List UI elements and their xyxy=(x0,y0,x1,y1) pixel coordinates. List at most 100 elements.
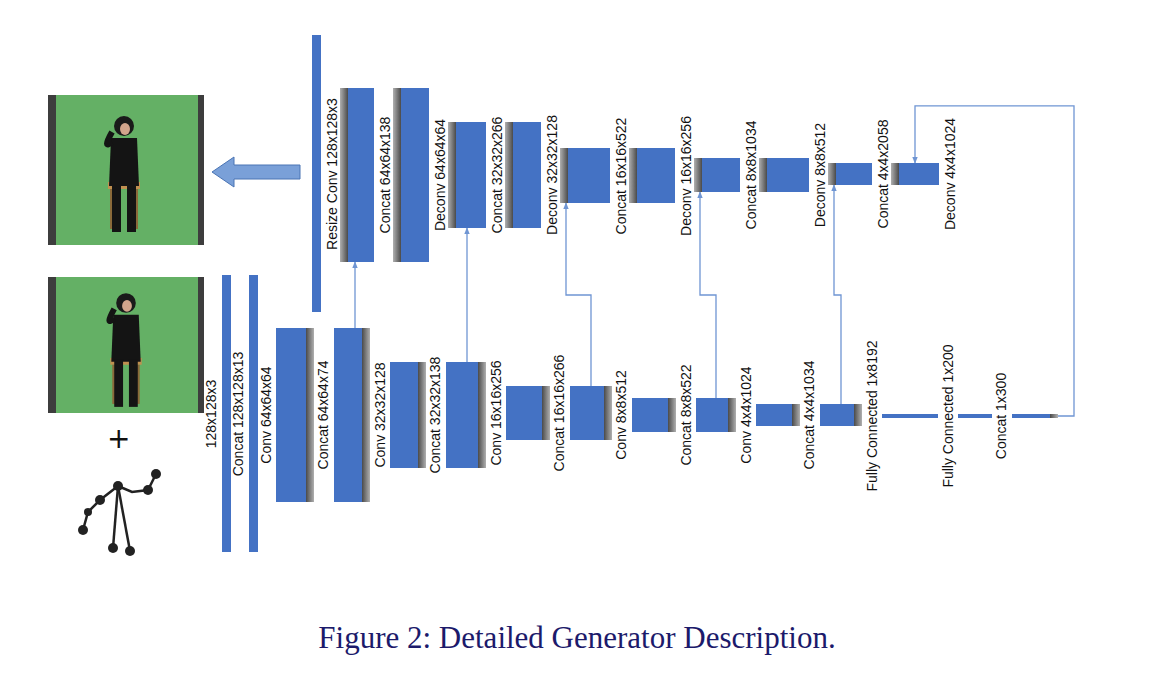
gray-band xyxy=(418,362,426,468)
gray-band xyxy=(505,122,513,228)
layer-block: Deconv 4x4x1024 xyxy=(891,163,939,185)
layer-label: Conv 8x8x512 xyxy=(613,370,629,460)
layer-block: 128x128x3 xyxy=(222,275,231,552)
gray-band xyxy=(668,398,676,432)
skip-connection xyxy=(466,228,467,362)
layer-block: Concat 8x8x1034 xyxy=(694,158,740,192)
layer-label: Conv 32x32x128 xyxy=(371,362,387,467)
gray-band xyxy=(828,163,836,185)
layer-label: Concat 4x4x2058 xyxy=(875,120,891,229)
layer-block: Deconv 32x32x128 xyxy=(505,122,541,228)
layer-block: Conv 8x8x512 xyxy=(632,398,676,432)
gray-band xyxy=(306,328,314,502)
gray-band xyxy=(854,404,862,426)
figure-caption: Figure 2: Detailed Generator Description… xyxy=(0,620,1154,656)
gray-band xyxy=(694,158,702,192)
layer-block: Concat 32x32x138 xyxy=(446,362,486,468)
gray-band xyxy=(393,88,401,262)
plus-sign: + xyxy=(107,424,130,454)
gray-band xyxy=(604,386,612,440)
layer-block: Conv 16x16x256 xyxy=(506,386,550,440)
layer-block: Deconv 8x8x512 xyxy=(759,158,809,192)
green-screen xyxy=(56,95,198,245)
layer-label: Conv 4x4x1024 xyxy=(737,366,753,463)
layer-label: Concat 1x300 xyxy=(993,373,1009,459)
layer-block: Conv 64x64x64 xyxy=(276,328,314,502)
gray-band xyxy=(448,122,456,228)
gray-band xyxy=(478,362,486,468)
layer-label: Fully Connected 1x200 xyxy=(939,344,955,487)
gray-band xyxy=(1050,414,1058,418)
joint xyxy=(78,525,88,535)
photo-frame xyxy=(48,95,204,245)
joint xyxy=(95,495,105,505)
bone xyxy=(113,486,118,548)
skip-connection xyxy=(354,262,355,328)
layer-label: Concat 128x128x13 xyxy=(230,351,246,476)
joint xyxy=(113,481,123,491)
layer-block: Concat 4x4x1034 xyxy=(820,404,862,426)
skeleton-bones xyxy=(83,474,156,551)
layer-label: Deconv 4x4x1024 xyxy=(942,118,958,230)
layer-label: Resize Conv 128x128x3 xyxy=(324,98,340,250)
layer-label: Concat 8x8x1034 xyxy=(743,121,759,230)
output-photo xyxy=(48,95,204,245)
photo-frame xyxy=(48,277,204,413)
layer-block: Concat 8x8x522 xyxy=(696,398,736,432)
gray-band xyxy=(759,158,767,192)
layer-label: Deconv 64x64x64 xyxy=(432,119,448,231)
joint xyxy=(84,508,92,516)
layer-block: Concat 32x32x266 xyxy=(448,122,486,228)
joint xyxy=(108,543,118,553)
layer-block: Concat 64x64x74 xyxy=(334,328,370,502)
layer-block: Concat 16x16x266 xyxy=(570,386,612,440)
green-screen xyxy=(56,277,198,413)
layer-label: Concat 64x64x74 xyxy=(315,361,331,470)
gray-band xyxy=(891,163,899,185)
layer-label: Deconv 16x16x256 xyxy=(678,116,694,236)
layer-label: Deconv 32x32x128 xyxy=(544,115,560,235)
skip-connection xyxy=(834,185,841,404)
gray-band xyxy=(362,328,370,502)
gray-band xyxy=(542,386,550,440)
layer-label: Conv 64x64x64 xyxy=(257,366,273,463)
layer-label: Fully Connected 1x8192 xyxy=(863,341,879,492)
layer-label: Deconv 8x8x512 xyxy=(812,123,828,227)
gray-band xyxy=(629,148,637,203)
layer-block: Fully Connected 1x200 xyxy=(958,414,992,418)
bone xyxy=(118,486,130,551)
layer-block: Conv 4x4x1024 xyxy=(756,404,800,426)
skip-connection xyxy=(566,203,591,386)
gray-band xyxy=(340,88,348,262)
layer-label: Concat 16x16x266 xyxy=(551,355,567,472)
layer-block: Resize Conv 128x128x3 xyxy=(312,35,321,312)
gray-band xyxy=(792,404,800,426)
joint xyxy=(143,485,153,495)
layer-block: Concat 1x300 xyxy=(1012,414,1058,418)
layer-block: Concat 128x128x13 xyxy=(249,275,258,552)
layer-label: Concat 4x4x1034 xyxy=(801,361,817,470)
signer xyxy=(109,293,141,407)
layer-block: Fully Connected 1x8192 xyxy=(882,414,938,418)
joint xyxy=(151,469,161,479)
output-arrow xyxy=(212,157,300,187)
layer-block: Concat 4x4x2058 xyxy=(828,163,872,185)
layer-block: Concat 64x64x138 xyxy=(340,88,374,262)
layer-block: Conv 32x32x128 xyxy=(390,362,426,468)
skip-connection xyxy=(700,192,716,398)
joint xyxy=(125,546,135,556)
layer-block: Deconv 16x16x256 xyxy=(629,148,675,203)
layer-block: Deconv 64x64x64 xyxy=(393,88,429,262)
layer-label: 128x128x3 xyxy=(203,379,219,448)
layer-label: Concat 32x32x266 xyxy=(489,117,505,234)
layer-label: Concat 64x64x138 xyxy=(377,117,393,234)
skeleton-joints xyxy=(78,469,161,556)
layer-label: Concat 32x32x138 xyxy=(427,357,443,474)
gray-band xyxy=(728,398,736,432)
layer-label: Concat 8x8x522 xyxy=(677,364,693,465)
layer-label: Concat 16x16x522 xyxy=(613,117,629,234)
signer xyxy=(107,116,140,232)
bone xyxy=(83,486,118,530)
